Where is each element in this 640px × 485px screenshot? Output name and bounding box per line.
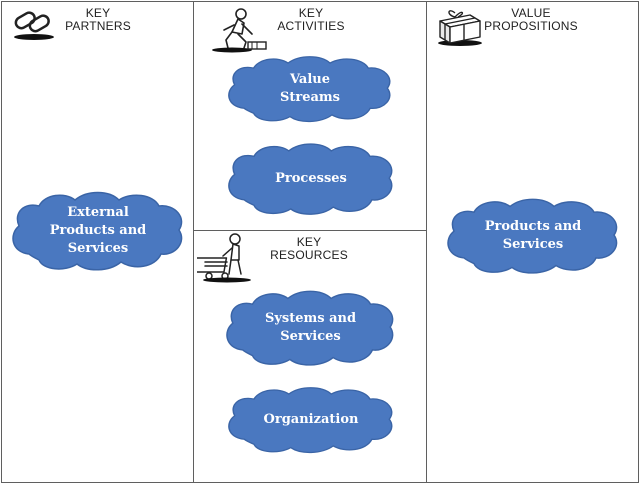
cloud-shape — [228, 387, 393, 454]
header-line: KEY — [298, 6, 324, 20]
cloud-label: Products and — [484, 219, 582, 234]
cloud-label: Streams — [279, 90, 340, 105]
cloud-organization: Organization — [225, 384, 397, 456]
cloud-shape — [12, 191, 183, 271]
header-line: PROPOSITIONS — [484, 19, 578, 33]
cloud-products-and-services: Products and Services — [444, 195, 622, 277]
cloud-systems-and-services: Systems and Services — [223, 287, 398, 369]
header-line: RESOURCES — [270, 248, 348, 262]
header-line: KEY — [85, 6, 111, 20]
key-resources-header: KEY RESOURCES — [263, 236, 355, 262]
cloud-processes: Processes — [225, 140, 397, 218]
header-line: KEY — [296, 235, 322, 249]
cloud-shape — [228, 56, 391, 123]
header-line: ACTIVITIES — [277, 19, 345, 33]
cloud-shape — [447, 198, 618, 274]
cloud-external-products-and-services: External Products and Services — [9, 188, 187, 274]
cloud-label: Services — [67, 241, 129, 256]
cloud-label: External — [67, 205, 129, 220]
cloud-value-streams: Value Streams — [225, 53, 395, 125]
header-line: VALUE — [511, 6, 551, 20]
cloud-shape — [226, 290, 394, 366]
key-activities-header: KEY ACTIVITIES — [266, 7, 356, 33]
cloud-label: Systems and — [264, 311, 357, 326]
person-with-cart-icon — [193, 232, 259, 284]
cloud-label: Services — [280, 329, 341, 344]
person-working-icon — [208, 6, 270, 54]
cloud-label: Services — [502, 237, 564, 252]
cloud-label: Organization — [263, 412, 359, 427]
value-propositions-header: VALUE PROPOSITIONS — [476, 7, 586, 33]
cloud-shape — [228, 143, 393, 215]
chain-link-icon — [9, 9, 59, 41]
cloud-label: Processes — [275, 171, 347, 186]
gift-box-icon — [434, 5, 484, 47]
header-line: PARTNERS — [65, 19, 131, 33]
cloud-label: Value — [290, 72, 330, 87]
cloud-label: Products and — [49, 223, 147, 238]
key-partners-header: KEY PARTNERS — [58, 7, 138, 33]
